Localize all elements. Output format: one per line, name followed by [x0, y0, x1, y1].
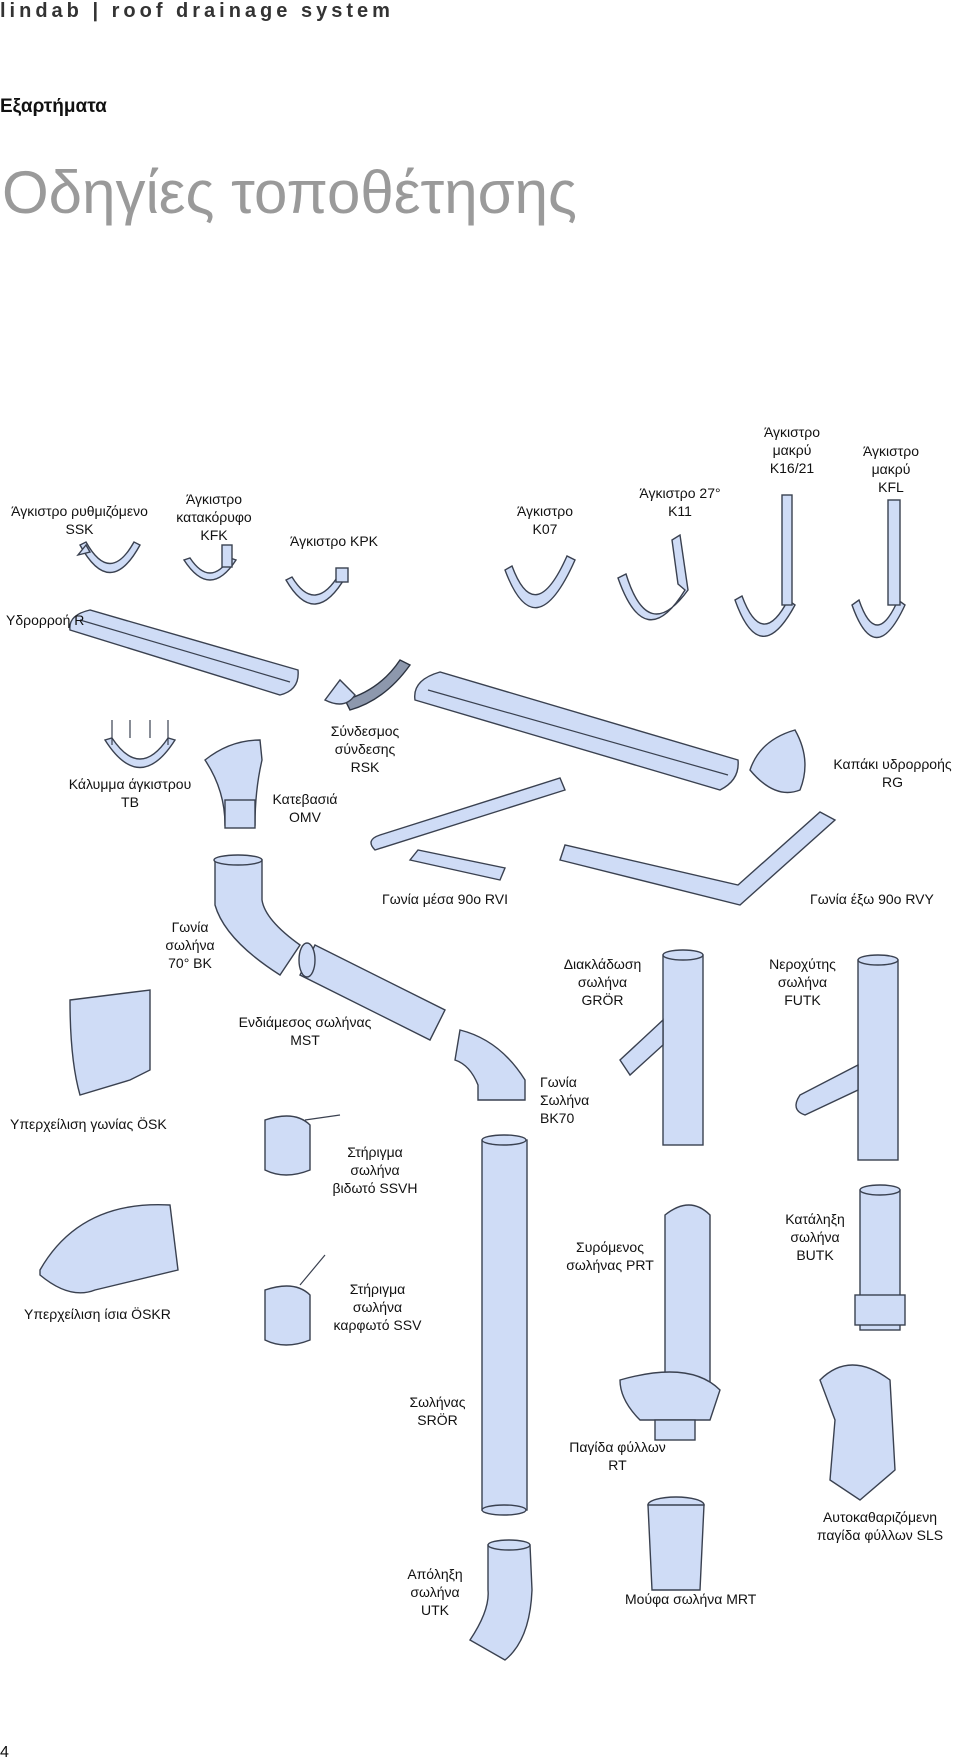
label-overflow-oskr: Υπερχείλιση ίσια ÖSKR — [24, 1306, 171, 1322]
pipe-socket-mrt-drawing — [647, 1496, 705, 1591]
overflow-oskr-drawing — [39, 1203, 179, 1294]
label-hook-k07: Άγκιστρο K07 — [516, 503, 574, 537]
overflow-osk-drawing — [69, 989, 151, 1096]
hook-kpk-drawing — [285, 567, 349, 605]
outlet-utk-drawing — [469, 1539, 533, 1661]
elbow-bk70-drawing — [454, 1029, 526, 1101]
label-leaf-trap-sls: Αυτοκαθαριζόμενη παγίδα φύλλων SLS — [816, 1509, 944, 1543]
label-shoe-butk: Κατάληξη σωλήνα BUTK — [785, 1211, 845, 1263]
inside-corner-rvi-drawing — [370, 777, 566, 881]
hook-ssk-drawing — [76, 541, 141, 573]
leaf-trap-sls-drawing — [819, 1364, 896, 1501]
outside-corner-rvy-drawing — [559, 811, 837, 906]
hook-cover-tb-drawing — [103, 720, 177, 768]
label-outside-corner-rvy: Γωνία έξω 90ο RVY — [810, 891, 934, 907]
label-outlet-omv: Κατεβασιά OMV — [272, 791, 338, 825]
label-inside-corner-rvi: Γωνία μέσα 90ο RVI — [382, 891, 508, 907]
hook-kfk-drawing — [182, 544, 238, 581]
connector-rsk-drawing — [323, 659, 412, 711]
sliding-pipe-prt-drawing — [664, 1204, 711, 1396]
hook-k11-drawing — [617, 533, 689, 621]
elbow-bk-drawing — [213, 854, 301, 976]
label-elbow-bk: Γωνία σωλήνα 70° BK — [165, 919, 215, 971]
label-sliding-pipe-prt: Συρόμενος σωλήνας PRT — [566, 1239, 654, 1273]
label-hook-kfl: Άγκιστρο μακρύ KFL — [862, 443, 920, 495]
rainwater-diverter-futk-drawing — [795, 954, 899, 1161]
gutter-r-drawing — [69, 609, 299, 696]
gutter-long-drawing — [414, 671, 739, 791]
label-hook-kpk: Άγκιστρο KPK — [289, 533, 379, 549]
label-pipe-socket-mrt: Μούφα σωλήνα MRT — [625, 1591, 757, 1607]
label-connector-rsk: Σύνδεσμος σύνδεσης RSK — [330, 723, 400, 775]
pipe-bracket-ssvh-drawing — [264, 1114, 341, 1176]
label-leaf-trap-rt: Παγίδα φύλλων RT — [569, 1439, 666, 1473]
pipe-bracket-ssv-drawing — [264, 1254, 326, 1346]
label-mid-pipe-mst: Ενδιάμεσος σωλήνας MST — [238, 1014, 372, 1048]
label-bracket-ssvh: Στήριγμα σωλήνα βιδωτό SSVH — [332, 1144, 418, 1196]
page-header: lindab | roof drainage system — [0, 0, 394, 22]
label-hook-kfk: Άγκιστρο κατακόρυφο KFK — [176, 491, 252, 543]
page-number: 4 — [0, 1744, 9, 1761]
label-bracket-ssv: Στήριγμα σωλήνα καρφωτό SSV — [333, 1281, 422, 1333]
outlet-omv-drawing — [204, 739, 263, 829]
end-cap-rg-drawing — [749, 729, 806, 794]
hook-kfl-drawing — [851, 499, 906, 638]
label-gutter-r: Υδρορροή R — [6, 612, 85, 628]
hook-k1621-drawing — [734, 494, 796, 637]
section-heading: Εξαρτήματα — [0, 96, 107, 117]
label-elbow-bk70: Γωνία Σωλήνα BK70 — [540, 1074, 590, 1126]
downpipe-sror-drawing — [481, 1134, 528, 1516]
page-title: Οδηγίες τοποθέτησης — [2, 159, 577, 226]
hook-k07-drawing — [504, 555, 576, 609]
label-overflow-osk: Υπερχείλιση γωνίας ÖSK — [10, 1116, 167, 1132]
label-branch-gror: Διακλάδωση σωλήνα GRÖR — [563, 956, 642, 1008]
branch-gror-drawing — [619, 949, 704, 1146]
label-diverter-futk: Νεροχύτης σωλήνα FUTK — [769, 956, 836, 1008]
label-hook-k11: Άγκιστρο 27° K11 — [639, 485, 721, 519]
leaf-trap-rt-drawing — [619, 1371, 721, 1441]
shoe-butk-drawing — [854, 1184, 906, 1331]
label-end-cap-rg: Καπάκι υδρορροής RG — [833, 756, 952, 790]
label-hook-ssk: Άγκιστρο ρυθμιζόμενο SSK — [11, 503, 148, 537]
label-outlet-utk: Απόληξη σωλήνα UTK — [407, 1566, 463, 1618]
label-downpipe-sror: Σωλήνας SRÖR — [409, 1394, 466, 1428]
label-hook-k1621: Άγκιστρο μακρύ K16/21 — [763, 424, 821, 476]
label-hook-cover-tb: Κάλυμμα άγκιστρου TB — [68, 776, 192, 810]
mid-pipe-mst-drawing — [298, 942, 446, 1041]
